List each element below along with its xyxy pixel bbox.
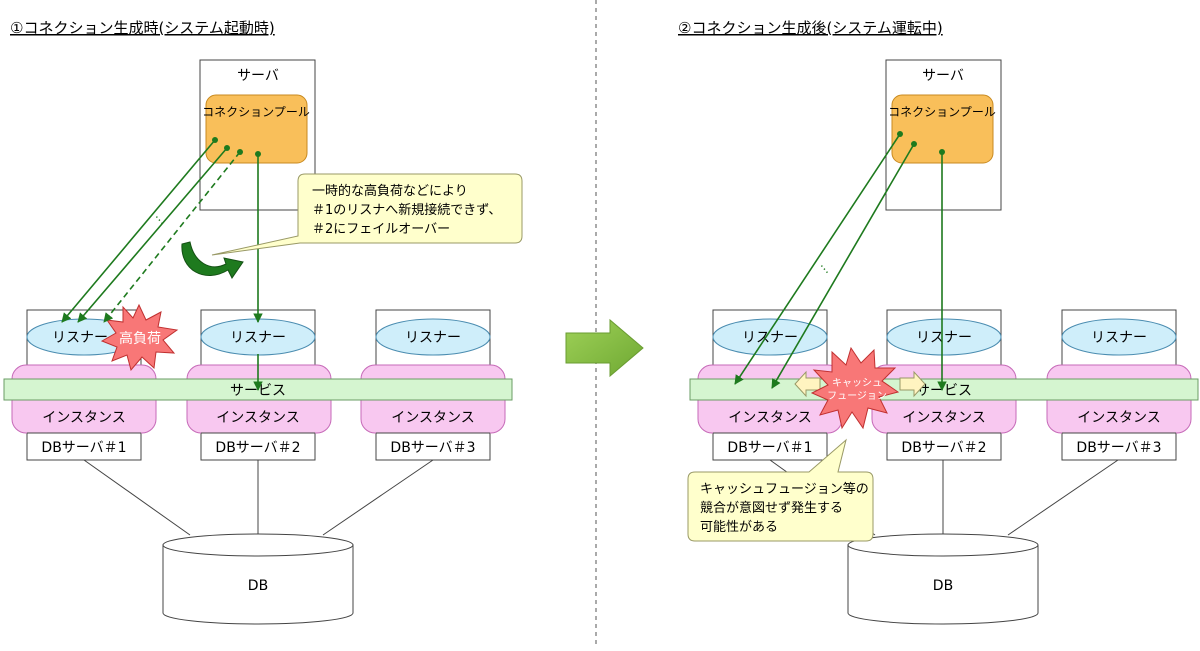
failover-callout xyxy=(211,173,523,256)
fusion-arrow-right xyxy=(899,370,926,398)
failover-curve-arrow xyxy=(181,241,244,279)
connection-arrow-3-dashed xyxy=(103,151,241,323)
left-panel: ①コネクション生成時(システム起動時) DB サービス インスタンス インスタン… xyxy=(3,19,523,625)
db-server-label-r2: DBサーバ＃2 xyxy=(901,440,986,456)
db-label: DB xyxy=(248,578,268,594)
connection-pool-label-right: コネクションプール xyxy=(888,105,996,119)
listener-label-3: リスナー xyxy=(405,330,461,346)
instance-label-1: インスタンス xyxy=(42,410,125,426)
contention-callout-line-2: 競合が意図せず発生する xyxy=(700,500,843,516)
db-link-1 xyxy=(83,459,191,536)
instance-label-2: インスタンス xyxy=(216,410,299,426)
db-label-right: DB xyxy=(933,578,953,594)
instance-label-r2: インスタンス xyxy=(902,410,985,426)
db-server-label-r1: DBサーバ＃1 xyxy=(727,440,812,456)
listener-label-r3: リスナー xyxy=(1091,330,1147,346)
listener-label-r1: リスナー xyxy=(742,330,798,346)
right-title: ②コネクション生成後(システム運転中) xyxy=(678,19,943,37)
instance-label-r3: インスタンス xyxy=(1077,410,1160,426)
fusion-arrow-left xyxy=(794,370,821,398)
overload-label: 高負荷 xyxy=(119,330,161,347)
cache-fusion-label-2: フュージョン xyxy=(827,391,887,402)
listener-r1 xyxy=(712,318,828,356)
connection-arrow-1 xyxy=(61,139,216,323)
connection-arrow-r1 xyxy=(734,133,901,385)
failover-callout-line-2: ＃1のリスナへ新規接続できず、 xyxy=(312,202,501,218)
db-cylinder-right: DB xyxy=(847,533,1039,625)
connection-arrow-r2 xyxy=(771,143,915,389)
db-server-label-3: DBサーバ＃3 xyxy=(390,440,475,456)
service-label-right: サービス xyxy=(916,383,972,399)
transition-arrow xyxy=(565,318,644,378)
listener-label-2: リスナー xyxy=(230,330,286,346)
failover-callout-line-3: ＃2にフェイルオーバー xyxy=(312,222,450,237)
db-server-label-r3: DBサーバ＃3 xyxy=(1076,440,1161,456)
contention-callout xyxy=(687,438,874,542)
listener-r2 xyxy=(886,318,1002,356)
contention-callout-line-1: キャッシュフュージョン等の xyxy=(700,481,869,497)
connection-pool-box xyxy=(205,94,308,164)
failover-callout-line-1: 一時的な高負荷などにより xyxy=(312,183,468,199)
ellipsis-mark-right: … xyxy=(818,258,836,276)
contention-callout-line-3: 可能性がある xyxy=(700,520,778,535)
app-server-label: サーバ xyxy=(237,68,279,84)
db-server-label-2: DBサーバ＃2 xyxy=(215,440,300,456)
db-server-label-1: DBサーバ＃1 xyxy=(41,440,126,456)
instance-label-r1: インスタンス xyxy=(728,410,811,426)
connection-arrow-2 xyxy=(77,147,228,323)
instance-label-3: インスタンス xyxy=(391,410,474,426)
db-cylinder: DB xyxy=(162,533,354,625)
overload-burst xyxy=(100,303,179,372)
cache-fusion-label-1: キャッシュ xyxy=(832,378,882,389)
app-server-label-right: サーバ xyxy=(922,68,964,84)
cache-fusion-burst xyxy=(810,346,900,430)
service-label: サービス xyxy=(230,383,286,399)
listener-label-r2: リスナー xyxy=(916,330,972,346)
left-title: ①コネクション生成時(システム起動時) xyxy=(10,19,275,37)
listener-r3 xyxy=(1061,318,1177,356)
listener-3 xyxy=(375,318,491,356)
listener-label-1: リスナー xyxy=(52,330,108,346)
connection-pool-label: コネクションプール xyxy=(202,105,310,119)
right-panel: ②コネクション生成後(システム運転中) DB サービス インスタンス インスタン… xyxy=(678,19,1199,625)
db-link-3 xyxy=(322,459,434,536)
